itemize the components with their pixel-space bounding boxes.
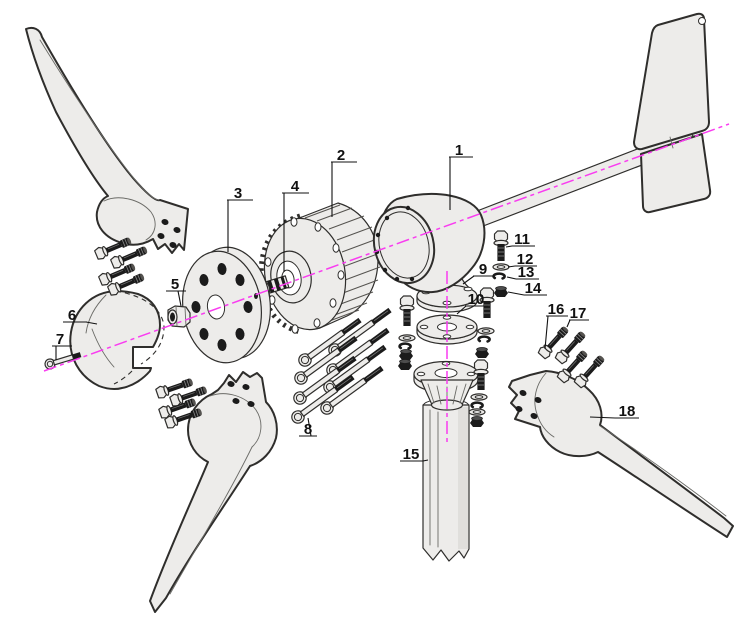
callout-7: 7 — [52, 331, 72, 360]
callout-16: 16 — [544, 301, 568, 350]
callout-17: 17 — [566, 305, 589, 328]
callout-18: 18 — [589, 403, 639, 420]
callout-12: 12 — [507, 251, 537, 268]
callout-leader-5 — [177, 290, 182, 307]
generator — [258, 202, 381, 335]
callout-label-4: 4 — [291, 178, 300, 195]
callout-15: 15 — [400, 446, 429, 463]
callout-8: 8 — [299, 417, 317, 438]
tower-pole — [413, 360, 479, 562]
callout-11: 11 — [505, 231, 535, 248]
blade-right — [508, 370, 734, 538]
labeled-bolt-stack — [492, 230, 510, 298]
rotor-axis-centerline — [43, 123, 730, 372]
callout-label-13: 13 — [518, 264, 535, 281]
callout-14: 14 — [507, 280, 547, 297]
callout-leader-8 — [307, 417, 312, 437]
blade-a-bracket-holes — [157, 219, 181, 248]
washer-12 — [492, 263, 510, 271]
callout-1: 1 — [449, 142, 473, 210]
callout-label-3: 3 — [234, 185, 242, 202]
blade-c-bracket-holes — [515, 389, 542, 420]
hub-disc-holes — [191, 263, 258, 351]
callout-leader-13 — [506, 276, 517, 280]
yaw-fasteners-left — [397, 295, 416, 371]
hub-disc-center-hole — [206, 294, 226, 320]
callout-label-1: 1 — [455, 142, 463, 159]
callout-leader-15 — [422, 459, 429, 462]
callout-label-11: 11 — [514, 231, 530, 248]
pole-body — [422, 404, 470, 562]
callout-6: 6 — [63, 307, 98, 325]
callout-3: 3 — [227, 185, 253, 252]
yaw-fasteners-right — [468, 287, 495, 428]
callout-10: 10 — [456, 291, 488, 315]
callout-label-15: 15 — [403, 446, 420, 463]
lockwasher-13 — [492, 272, 506, 280]
callout-leader-11 — [505, 245, 513, 248]
callout-5: 5 — [166, 276, 186, 307]
nose-cone — [69, 290, 165, 391]
callout-label-12: 12 — [517, 251, 534, 268]
callout-label-8: 8 — [304, 421, 312, 438]
callout-leader-17 — [566, 319, 571, 328]
callout-9: 9 — [462, 261, 494, 285]
blade-b-bracket-holes — [227, 381, 255, 407]
nacelle — [372, 193, 486, 313]
callout-label-14: 14 — [525, 280, 542, 297]
callout-label-7: 7 — [56, 331, 64, 348]
tail-fin — [633, 12, 712, 214]
hub-disc — [182, 246, 271, 364]
callout-leader-14 — [507, 291, 525, 296]
callout-label-9: 9 — [479, 261, 487, 278]
callout-2: 2 — [331, 147, 357, 217]
nacelle-rim-holes — [374, 205, 415, 282]
callout-label-5: 5 — [171, 276, 179, 293]
centerlines — [43, 123, 730, 443]
callout-leader-16 — [544, 315, 549, 350]
callout-label-6: 6 — [68, 307, 76, 324]
callout-leader-18 — [589, 416, 616, 419]
callout-label-18: 18 — [619, 403, 636, 420]
callout-4: 4 — [282, 178, 309, 272]
callout-leader-6 — [85, 321, 98, 325]
callout-label-10: 10 — [468, 291, 485, 308]
blade-upper-left — [25, 26, 189, 254]
callout-label-2: 2 — [337, 147, 345, 164]
nut-14 — [493, 286, 509, 298]
callout-leader-9 — [462, 275, 475, 285]
callout-13: 13 — [506, 264, 539, 281]
callout-label-17: 17 — [570, 305, 587, 322]
callout-leader-10 — [456, 305, 467, 315]
fin-hole — [698, 17, 706, 25]
generator-face-holes — [264, 217, 345, 334]
callout-label-16: 16 — [548, 301, 565, 318]
blade-bottom — [149, 371, 278, 613]
callout-leader-12 — [507, 265, 516, 268]
bolt-11 — [493, 230, 509, 262]
shaft-nut — [167, 305, 191, 328]
